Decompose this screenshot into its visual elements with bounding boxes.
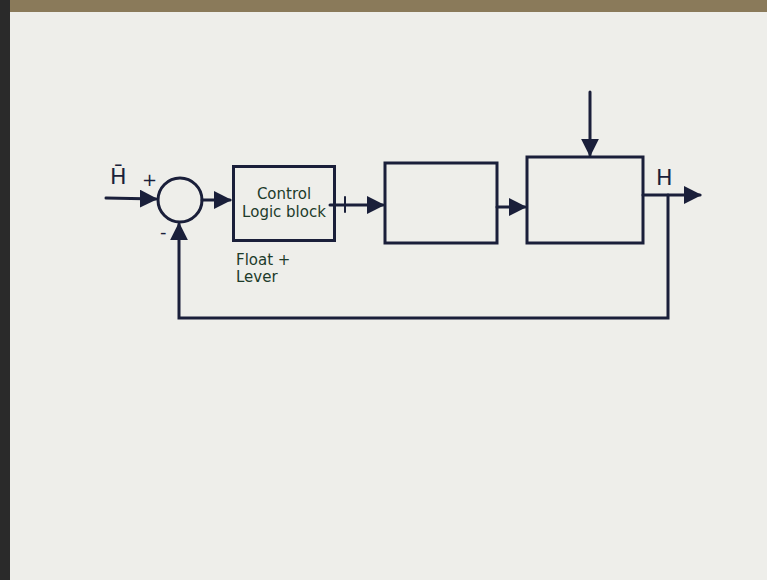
disturbance-arrow (589, 92, 592, 155)
signal-arrow (497, 206, 525, 209)
signal-label: H (656, 165, 673, 190)
tick-mark (344, 197, 346, 212)
output-arrow (643, 194, 700, 197)
table-edge (0, 0, 767, 12)
block-label: Control Logic block (235, 182, 333, 225)
empty-block (527, 157, 643, 243)
signal-label: - (160, 222, 167, 243)
signal-label: H̄ (110, 164, 127, 189)
table-edge (0, 0, 10, 580)
signal-arrow (330, 204, 383, 207)
empty-block (385, 163, 497, 243)
input-arrow (106, 198, 156, 199)
summing-junction (158, 178, 202, 222)
feedback-label: Float + Lever (236, 252, 308, 287)
signal-arrow (202, 199, 230, 202)
signal-label: + (142, 170, 157, 191)
control-block: Control Logic block (232, 165, 336, 242)
